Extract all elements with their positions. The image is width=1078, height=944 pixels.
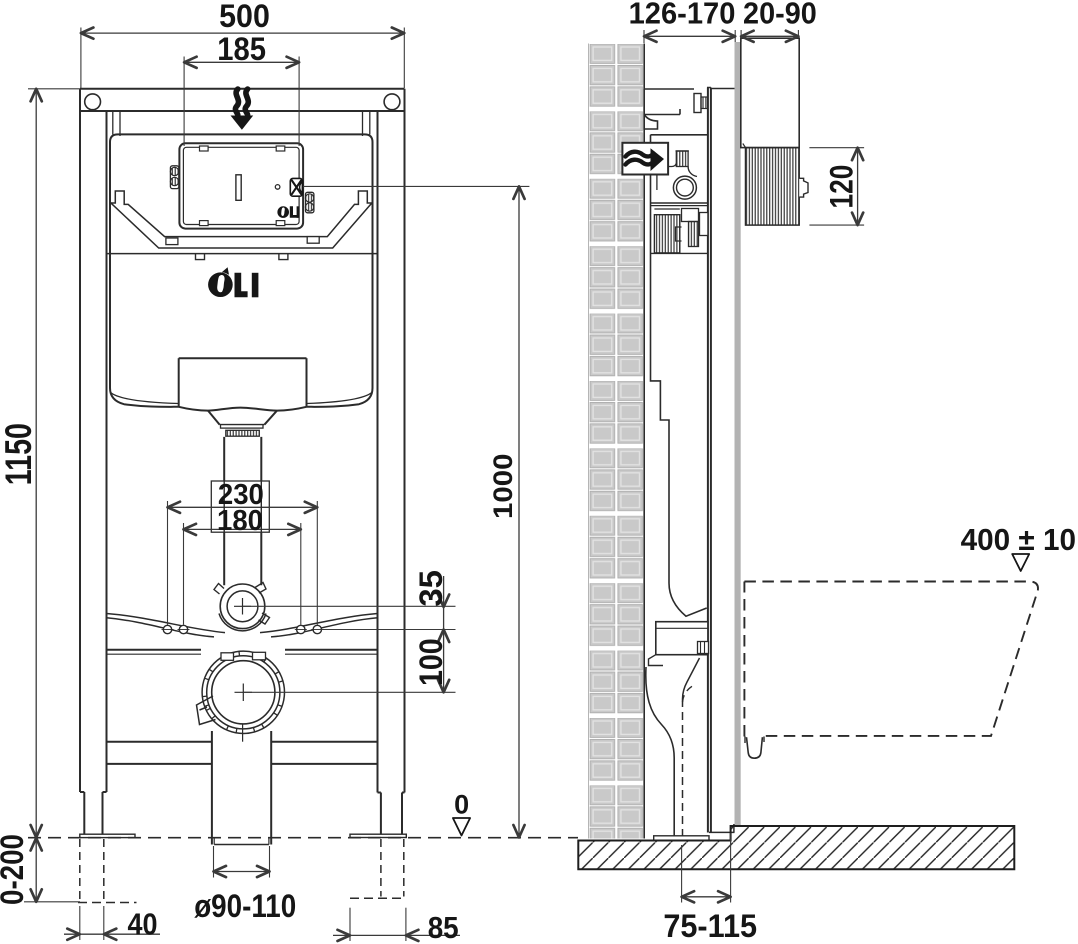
svg-text:35: 35 — [413, 570, 449, 607]
svg-text:1000: 1000 — [488, 453, 518, 519]
svg-text:75-115: 75-115 — [663, 908, 757, 944]
svg-text:180: 180 — [217, 505, 263, 537]
svg-text:400 ± 10: 400 ± 10 — [961, 522, 1076, 557]
svg-text:1150: 1150 — [0, 423, 39, 485]
svg-text:500: 500 — [219, 0, 270, 34]
svg-text:120: 120 — [823, 165, 859, 209]
svg-text:0-200: 0-200 — [0, 834, 30, 905]
svg-text:0: 0 — [454, 790, 469, 820]
svg-text:40: 40 — [128, 907, 158, 942]
svg-text:230: 230 — [218, 479, 264, 511]
svg-text:185: 185 — [217, 31, 266, 67]
svg-text:85: 85 — [428, 910, 459, 944]
svg-text:20-90: 20-90 — [743, 0, 817, 31]
svg-text:ø90-110: ø90-110 — [194, 888, 296, 924]
svg-text:100: 100 — [413, 638, 449, 686]
svg-text:126-170: 126-170 — [629, 0, 736, 31]
